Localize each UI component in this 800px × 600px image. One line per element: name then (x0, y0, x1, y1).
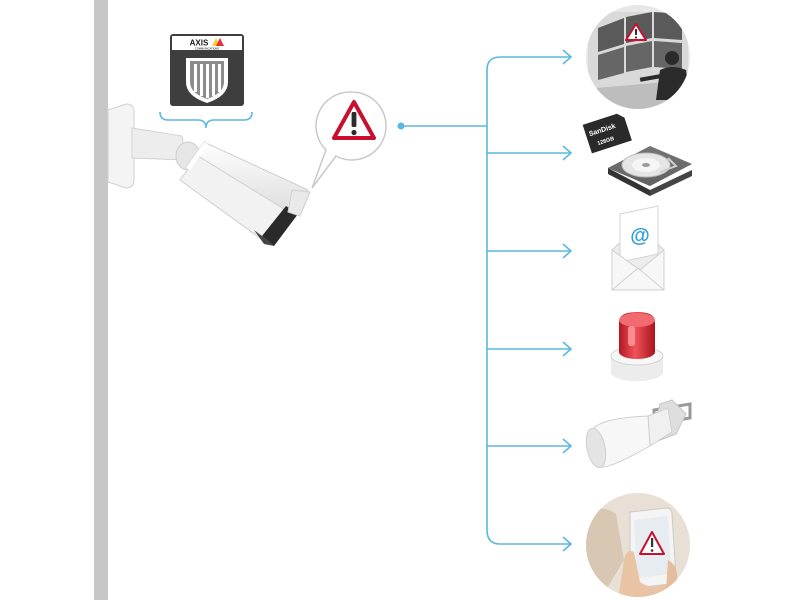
connector-lines (397, 49, 573, 552)
sd-card-capacity: 128GB (597, 136, 615, 147)
wall-pole (94, 0, 108, 600)
badge-bracket (159, 111, 253, 129)
bullet-camera (107, 103, 311, 246)
mobile-alert-icon (586, 493, 690, 597)
storage-icon: SanDisk 128GB (582, 113, 692, 196)
horn-speaker-icon (585, 399, 692, 469)
security-badge: AXIS COMMUNICATIONS (159, 34, 253, 129)
sd-card: SanDisk 128GB (582, 113, 632, 154)
siren-icon (610, 312, 664, 381)
alert-bubble (311, 91, 387, 189)
hard-drive (608, 146, 692, 196)
shield-icon (186, 58, 228, 103)
alert-icon (332, 100, 376, 140)
operator-monitors-icon (586, 5, 690, 109)
at-sign-icon: @ (630, 225, 650, 247)
connector-source-dot (397, 122, 405, 130)
badge-brand-text: AXIS (190, 39, 209, 48)
badge-brand-subtext: COMMUNICATIONS (195, 47, 219, 51)
arrowheads (562, 49, 573, 552)
email-icon: @ (611, 205, 665, 291)
